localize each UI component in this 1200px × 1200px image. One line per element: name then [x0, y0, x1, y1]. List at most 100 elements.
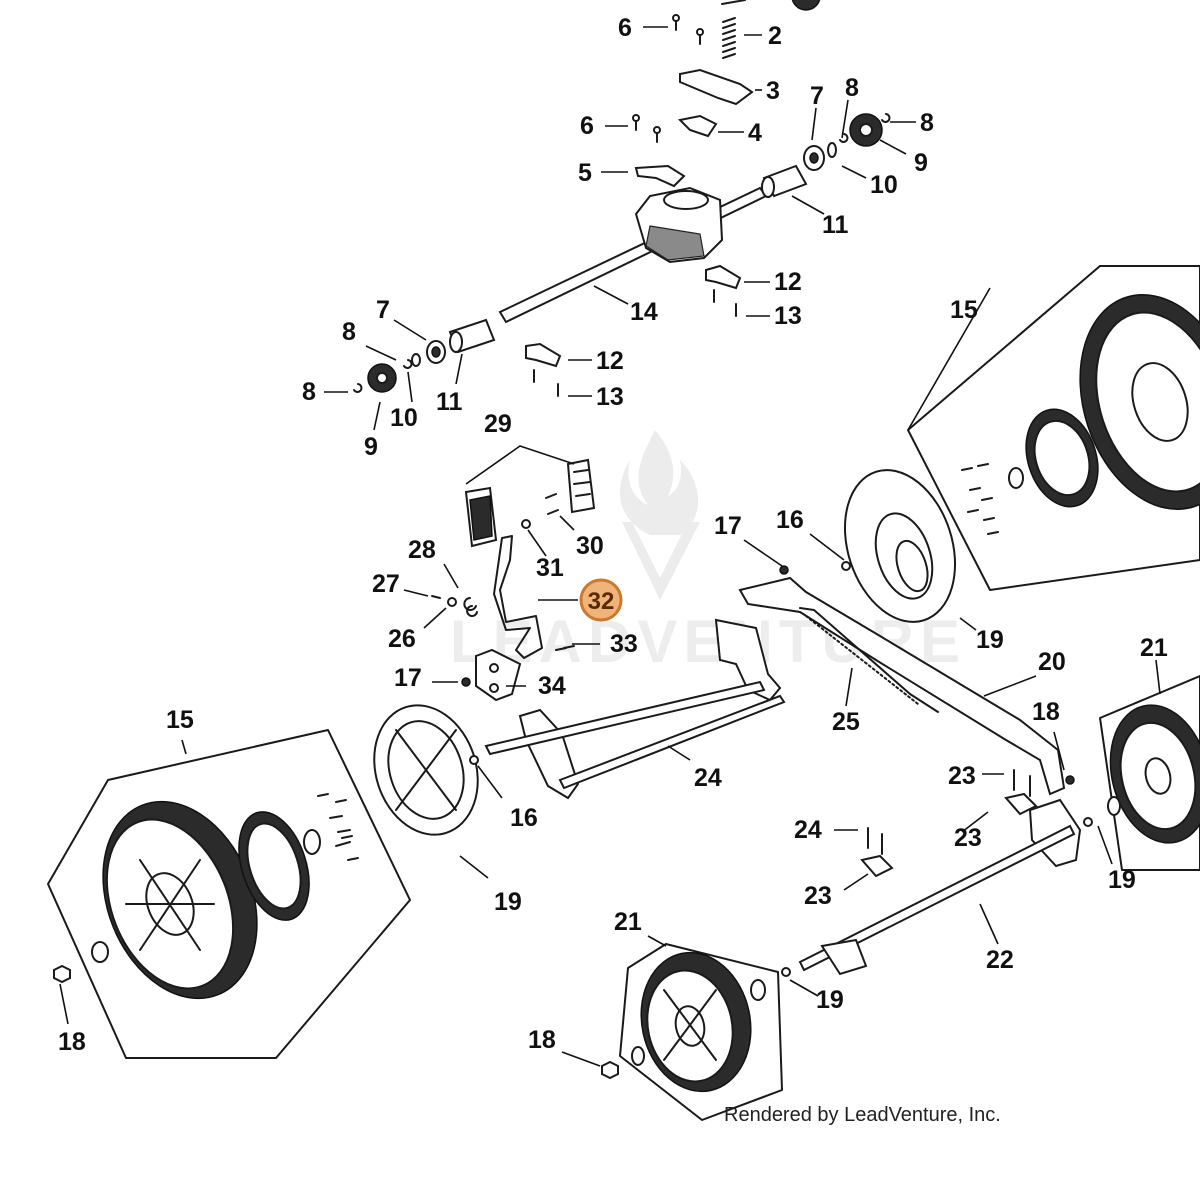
bracket-part-4 — [677, 114, 718, 138]
callout-29[interactable]: 28 — [408, 536, 436, 564]
callout-33-highlighted[interactable]: 32 — [579, 578, 623, 622]
screws-part-6 — [632, 14, 704, 143]
callout-18[interactable]: 17 — [714, 512, 742, 540]
callout-19[interactable]: 19 — [494, 888, 522, 916]
bracket-part-5 — [634, 164, 686, 188]
callout-34[interactable]: 33 — [610, 630, 638, 658]
axle-bracket-part-26 — [518, 708, 580, 800]
nut-part-18-right — [1065, 775, 1075, 785]
callout-20[interactable]: 20 — [1038, 648, 1066, 676]
front-wheel-kit-box-right — [1099, 675, 1200, 871]
shift-lever-part-33 — [493, 535, 543, 659]
callout-9[interactable]: 9 — [364, 433, 378, 461]
callout-4[interactable]: 4 — [748, 119, 762, 147]
bracket-part-23-upper — [1004, 792, 1038, 816]
clips-part-8-left — [353, 359, 413, 393]
callout-8[interactable]: 8 — [845, 74, 859, 102]
callout-24[interactable]: 23 — [948, 762, 976, 790]
callout-27[interactable]: 26 — [388, 625, 416, 653]
callout-12[interactable]: 12 — [774, 268, 802, 296]
front-hub-washer-lower — [631, 1046, 645, 1066]
screws-part-13-right — [713, 289, 737, 317]
callout-26[interactable]: 24 — [694, 764, 722, 792]
callout-19[interactable]: 19 — [976, 626, 1004, 654]
washer-part-10-left — [411, 353, 421, 367]
callout-13[interactable]: 13 — [596, 383, 624, 411]
callout-3[interactable]: 3 — [766, 77, 780, 105]
pin-part-28 — [431, 595, 441, 599]
torsion-spring-part-29 — [463, 597, 478, 617]
clamp-part-12-left — [525, 342, 562, 368]
callout-2[interactable]: 2 — [768, 22, 782, 50]
wheel-screws-left — [317, 793, 359, 861]
callout-15[interactable]: 15 — [950, 296, 978, 324]
callout-32[interactable]: 31 — [536, 554, 564, 582]
callout-23[interactable]: 23 — [954, 824, 982, 852]
callout-31[interactable]: 30 — [576, 532, 604, 560]
callout-16[interactable]: 18 — [528, 1026, 556, 1054]
washer-part-32 — [521, 519, 531, 529]
front-wheel-part-21-right-group — [1099, 675, 1200, 871]
callout-8[interactable]: 8 — [920, 109, 934, 137]
callout-30[interactable]: 29 — [484, 410, 512, 438]
callout-13[interactable]: 13 — [774, 302, 802, 330]
callout-11[interactable]: 11 — [822, 211, 849, 239]
callout-21[interactable]: 21 — [614, 908, 642, 936]
rear-wheel-kit-box-left — [47, 729, 411, 1059]
callout-22[interactable]: 22 — [986, 946, 1014, 974]
callout-7[interactable]: 7 — [376, 296, 390, 324]
callout-8[interactable]: 8 — [302, 378, 316, 406]
nut-part-18-left — [461, 677, 471, 687]
bracket-part-3 — [679, 68, 754, 106]
callout-23[interactable]: 23 — [804, 882, 832, 910]
washer-part-27 — [447, 597, 457, 607]
washer-part-19-left — [469, 755, 479, 765]
callout-16[interactable]: 18 — [58, 1028, 86, 1056]
callout-7[interactable]: 7 — [810, 82, 824, 110]
washer-part-19-upper — [841, 561, 851, 571]
callout-19[interactable]: 19 — [1108, 866, 1136, 894]
front-wheel-bearing-right — [1107, 796, 1121, 816]
callout-8[interactable]: 8 — [342, 318, 356, 346]
spring-part-2 — [722, 17, 736, 59]
callout-18[interactable]: 18 — [1032, 698, 1060, 726]
callout-17[interactable]: 16 — [510, 804, 538, 832]
callout-17[interactable]: 16 — [776, 506, 804, 534]
nut-part-16-lower — [601, 1060, 619, 1080]
callout-12[interactable]: 12 — [596, 347, 624, 375]
callout-24[interactable]: 24 — [794, 816, 822, 844]
callout-35[interactable]: 34 — [538, 672, 566, 700]
callout-9[interactable]: 9 — [914, 149, 928, 177]
callout-28[interactable]: 27 — [372, 570, 400, 598]
callout-11[interactable]: 11 — [436, 388, 463, 416]
front-wheel-part-21-lower-group — [619, 943, 783, 1121]
rear-wheel-kit-box-right — [907, 265, 1200, 591]
callout-10[interactable]: 10 — [870, 171, 898, 199]
washer-part-10-right — [827, 142, 837, 158]
callout-15[interactable]: 15 — [166, 706, 194, 734]
highlight-badge[interactable] — [579, 578, 623, 622]
bracket-part-35 — [475, 648, 522, 702]
callout-21[interactable]: 21 — [1140, 634, 1168, 662]
drive-control-linkage — [431, 458, 596, 702]
callout-25[interactable]: 25 — [832, 708, 860, 736]
render-credit: Rendered by LeadVenture, Inc. — [724, 1104, 1001, 1126]
callout-33-label[interactable]: 32 — [588, 588, 615, 615]
front-axle-assembly — [798, 769, 1082, 976]
wheel-guard-part-17-right — [843, 469, 957, 623]
callout-19[interactable]: 19 — [816, 986, 844, 1014]
callout-6[interactable]: 6 — [580, 112, 594, 140]
callout-14[interactable]: 14 — [630, 298, 658, 326]
callout-6[interactable]: 6 — [618, 14, 632, 42]
wheel-bearing-right — [1008, 467, 1024, 489]
callout-5[interactable]: 5 — [578, 159, 592, 187]
screws-part-24-lower — [867, 827, 883, 855]
pedal-pad-part-30-right — [566, 458, 596, 514]
transmission-assembly — [353, 0, 891, 397]
rear-wheel-part-15-left-group — [47, 729, 411, 1059]
knob-icon — [791, 0, 821, 11]
callout-18[interactable]: 17 — [394, 664, 422, 692]
screws-part-13-left — [533, 369, 559, 397]
callout-10[interactable]: 10 — [390, 404, 418, 432]
